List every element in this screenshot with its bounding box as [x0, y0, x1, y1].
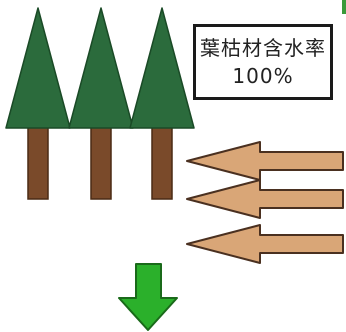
- moisture-label-title: 葉枯材含水率: [200, 36, 326, 60]
- wind-arrow-2: [186, 179, 344, 219]
- tree-crown: [5, 7, 71, 129]
- wind-arrows-group: [186, 141, 344, 264]
- tree-trunk: [27, 126, 49, 200]
- wind-arrow-3: [186, 224, 344, 264]
- tree-crown: [68, 7, 134, 129]
- tree-2: [68, 7, 134, 200]
- down-arrow-group: [118, 263, 178, 331]
- tree-crown: [129, 7, 195, 129]
- wind-arrow-1: [186, 141, 344, 181]
- trees-group: [5, 7, 195, 200]
- edge-mark: [342, 0, 346, 14]
- moisture-label-box: 葉枯材含水率 100%: [193, 24, 333, 100]
- tree-3: [129, 7, 195, 200]
- tree-1: [5, 7, 71, 200]
- tree-trunk: [151, 126, 173, 200]
- tree-trunk: [90, 126, 112, 200]
- down-arrow: [118, 263, 178, 331]
- moisture-label-value: 100%: [232, 64, 294, 88]
